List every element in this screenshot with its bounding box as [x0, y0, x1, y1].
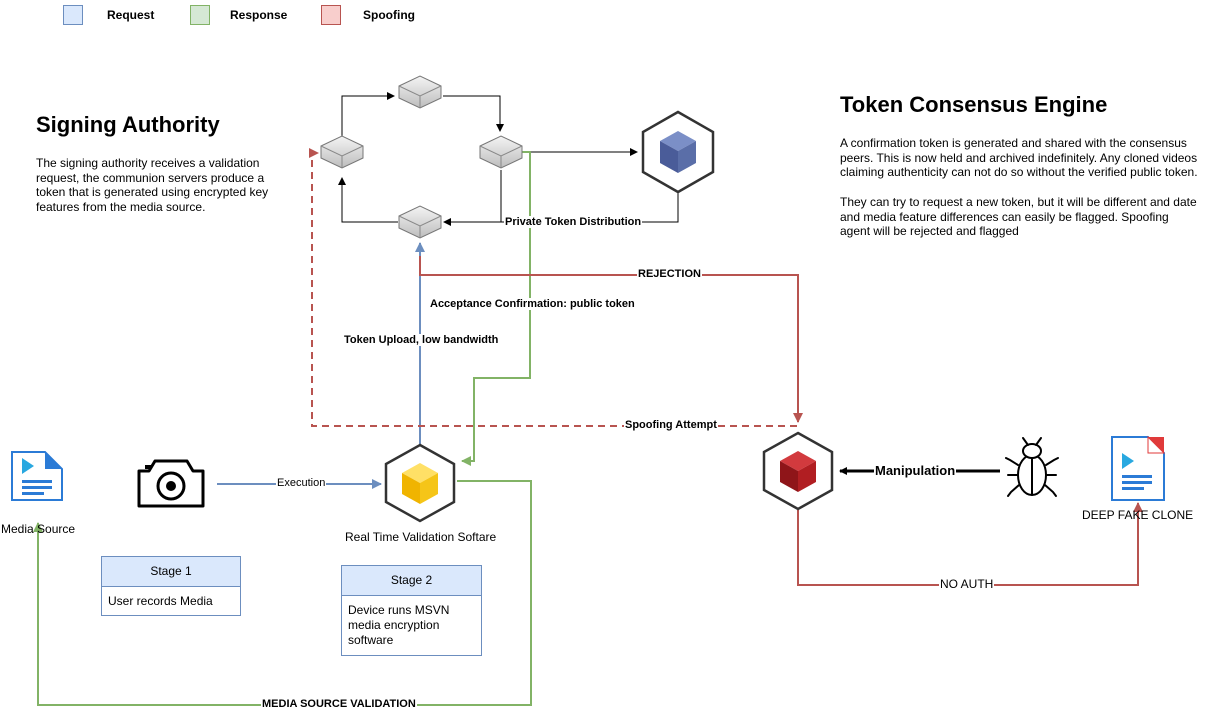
- media-source-file-icon: [11, 451, 63, 501]
- spoofing-attempt-label: Spoofing Attempt: [624, 419, 718, 431]
- stage-1-title: Stage 1: [102, 557, 240, 587]
- rejection-line: [419, 256, 803, 423]
- bug-icon: [1005, 437, 1059, 497]
- stage-1-body: User records Media: [108, 594, 213, 608]
- stage-2-box: Stage 2 Device runs MSVN media encryptio…: [341, 565, 482, 656]
- server-ring-connections: [338, 92, 679, 226]
- deepfake-clone-label: DEEP FAKE CLONE: [1082, 508, 1194, 522]
- legend-label-response: Response: [230, 8, 288, 22]
- validation-software-cube-icon: [384, 443, 456, 523]
- realtime-validation-label: Real Time Validation Softare: [345, 530, 497, 544]
- camera-icon: [137, 459, 205, 508]
- consensus-cube-icon: [641, 110, 715, 194]
- no-auth-label: NO AUTH: [939, 577, 995, 591]
- legend-swatch-request: [63, 5, 83, 25]
- acceptance-line: [461, 151, 531, 466]
- media-source-validation-label: MEDIA SOURCE VALIDATION: [261, 698, 417, 710]
- deepfake-file-icon: [1111, 435, 1166, 501]
- stage-2-title: Stage 2: [342, 566, 481, 596]
- legend-label-request: Request: [107, 8, 155, 22]
- token-engine-description-2: They can try to request a new token, but…: [840, 195, 1197, 238]
- stage-1-box: Stage 1 User records Media: [101, 556, 241, 616]
- server-icon-right: [479, 135, 523, 169]
- legend-swatch-response: [190, 5, 210, 25]
- manipulation-label: Manipulation: [874, 463, 957, 478]
- rejection-label: REJECTION: [637, 268, 702, 280]
- spoof-cube-icon: [762, 431, 834, 511]
- media-validation-line: [33, 480, 532, 706]
- signing-authority-description: The signing authority receives a validat…: [36, 156, 269, 214]
- server-icon-bottom: [398, 205, 442, 239]
- legend-swatch-spoofing: [321, 5, 341, 25]
- token-engine-description-1: A confirmation token is generated and sh…: [840, 136, 1198, 179]
- legend-label-spoofing: Spoofing: [363, 8, 415, 22]
- execution-label: Execution: [276, 477, 327, 489]
- server-icon-top: [398, 75, 442, 109]
- spoofing-attempt-line: [309, 148, 797, 427]
- acceptance-confirmation-label: Acceptance Confirmation: public token: [429, 298, 636, 310]
- stage-2-body: Device runs MSVN media encryption softwa…: [348, 603, 450, 647]
- token-engine-title: Token Consensus Engine: [840, 92, 1108, 117]
- private-token-distribution-label: Private Token Distribution: [504, 216, 643, 228]
- server-icon-left: [320, 135, 364, 169]
- token-upload-label: Token Upload, low bandwidth: [343, 334, 500, 346]
- signing-authority-title: Signing Authority: [36, 112, 220, 137]
- media-source-label: Media Source: [1, 522, 76, 536]
